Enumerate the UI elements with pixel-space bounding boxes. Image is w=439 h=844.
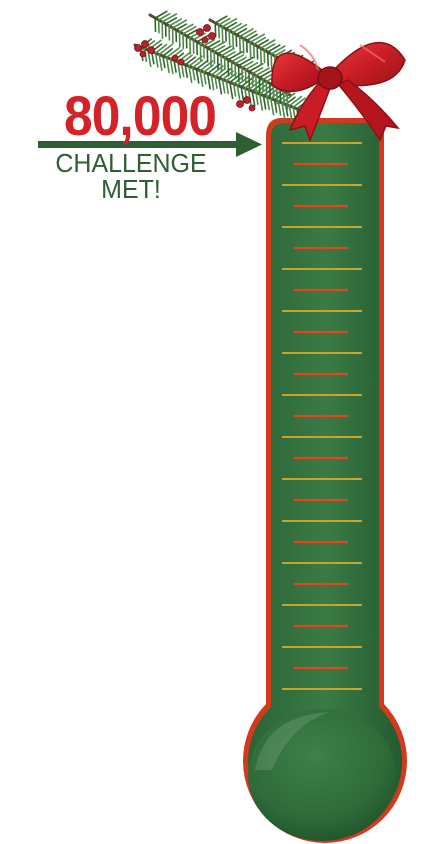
bulb-shine (248, 709, 396, 841)
scale-ticks (282, 142, 362, 690)
berry-cluster (134, 24, 256, 112)
bulb-highlight (255, 712, 330, 770)
arrow-right-icon (38, 132, 262, 157)
thermometer-body (243, 118, 407, 843)
red-bow-icon (271, 41, 406, 143)
goal-amount: 80,000 (63, 84, 217, 147)
pine-branch-icon (133, 10, 315, 123)
thermometer-fill (248, 123, 403, 839)
goal-status: CHALLENGE MET! (55, 148, 207, 204)
